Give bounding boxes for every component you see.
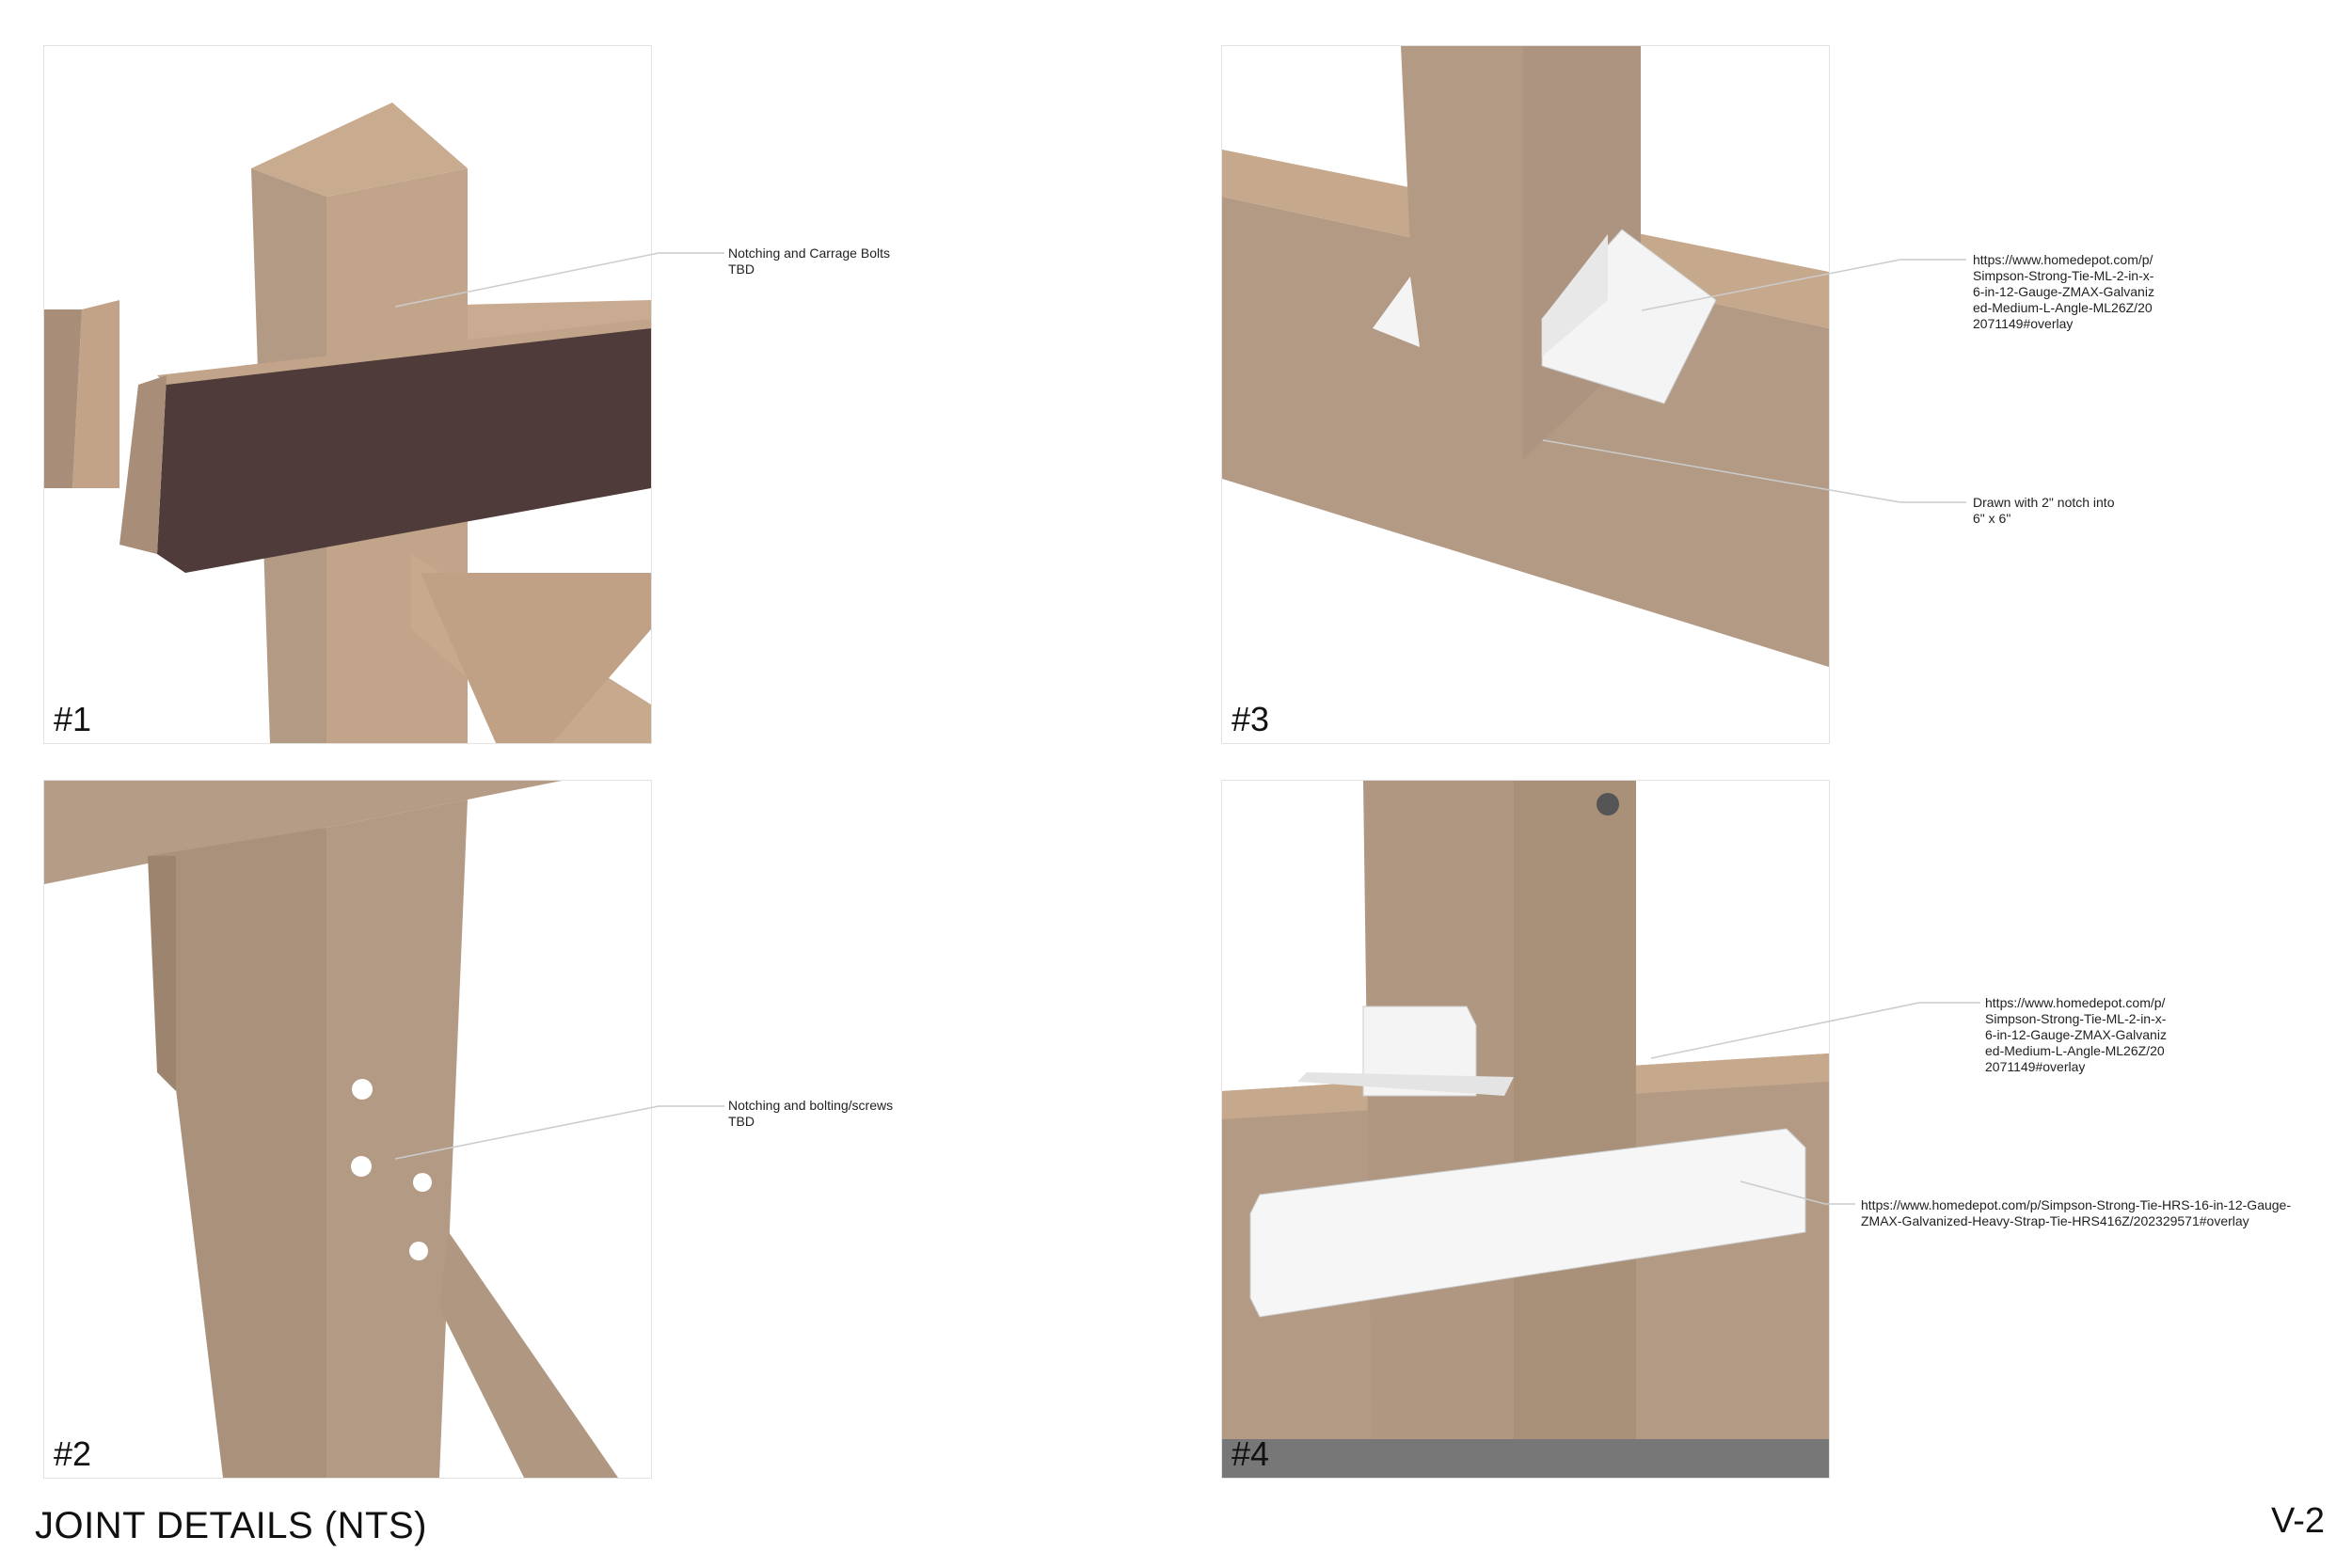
joint-render-4	[1222, 781, 1829, 1478]
annotation-note: Drawn with 2" notch into 6" x 6"	[1973, 495, 2115, 526]
detail-panel-4: #4	[1221, 780, 1830, 1479]
sheet-title: JOINT DETAILS (NTS)	[35, 1505, 427, 1546]
detail-number: #4	[1232, 1434, 1270, 1473]
joint-render-2	[44, 781, 618, 1478]
annotation-note: Notching and bolting/screws TBD	[728, 1098, 894, 1129]
detail-panel-1: #1	[43, 45, 652, 744]
detail-panel-3: #3	[1221, 45, 1830, 744]
joint-render-1	[44, 103, 651, 743]
detail-panel-2: #2	[43, 780, 652, 1479]
joint-render-3	[1222, 46, 1829, 667]
sheet-number: V-2	[2271, 1501, 2326, 1541]
annotation-link-hrs416z[interactable]: https://www.homedepot.com/p/Simpson-Stro…	[1861, 1197, 2292, 1228]
detail-number: #2	[54, 1434, 92, 1473]
detail-number: #1	[54, 700, 92, 738]
annotation-link-ml26z[interactable]: https://www.homedepot.com/p/ Simpson-Str…	[1985, 995, 2167, 1074]
annotation-link-ml26z[interactable]: https://www.homedepot.com/p/ Simpson-Str…	[1973, 252, 2154, 331]
detail-number: #3	[1232, 700, 1270, 738]
annotation-note: Notching and Carrage Bolts TBD	[728, 245, 890, 277]
